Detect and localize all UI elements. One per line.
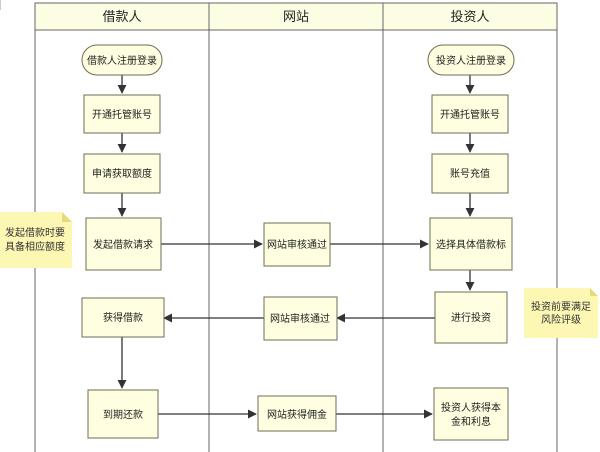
node-label: 开通托管账号 <box>92 108 152 121</box>
site-review-node-2: 网站审核通过 <box>263 296 338 341</box>
node-label: 网站获得佣金 <box>267 408 327 421</box>
recharge-node: 账号充值 <box>431 153 509 194</box>
node-label: 获得借款 <box>103 311 143 324</box>
node-label: 开通托管账号 <box>440 108 500 121</box>
repay-node: 到期还款 <box>87 389 159 439</box>
get-loan-node: 获得借款 <box>81 297 165 338</box>
note-line2: 风险评级 <box>541 313 581 326</box>
node-label-line1: 投资人获得本 <box>441 401 501 414</box>
borrower-note: 发起借款时要 具备相应额度 <box>0 212 72 268</box>
borrower-open-account-node: 开通托管账号 <box>83 94 161 134</box>
lane-header-bar <box>34 2 558 31</box>
note-line2: 具备相应额度 <box>5 240 65 253</box>
choose-target-node: 选择具体借款标 <box>429 217 513 271</box>
node-label: 借款人注册登录 <box>87 54 157 67</box>
initiate-loan-node: 发起借款请求 <box>85 217 162 271</box>
site-commission-node: 网站获得佣金 <box>257 395 337 432</box>
node-label: 选择具体借款标 <box>436 238 506 251</box>
swimlane-frame: 借款人 网站 投资人 <box>34 2 558 452</box>
node-label: 网站审核通过 <box>270 312 330 325</box>
node-label: 发起借款请求 <box>93 238 153 251</box>
lane-title-investor: 投资人 <box>450 9 489 25</box>
investor-note: 投资前要满足 风险评级 <box>524 288 598 338</box>
node-label: 投资人注册登录 <box>436 54 506 67</box>
get-principal-node: 投资人获得本 金和利息 <box>433 387 509 441</box>
connectors <box>117 75 475 419</box>
apply-quota-node: 申请获取额度 <box>83 153 161 194</box>
borrower-register-node: 借款人注册登录 <box>81 44 163 76</box>
node-label: 进行投资 <box>451 311 491 324</box>
node-label: 账号充值 <box>450 167 490 180</box>
node-label: 网站审核通过 <box>267 238 327 251</box>
node-label: 申请获取额度 <box>92 167 152 180</box>
site-review-node-1: 网站审核通过 <box>263 222 331 267</box>
node-label-line2: 金和利息 <box>451 415 491 428</box>
note-line1: 投资前要满足 <box>531 300 591 313</box>
investor-register-node: 投资人注册登录 <box>427 44 515 76</box>
investor-open-account-node: 开通托管账号 <box>431 94 509 134</box>
note-line1: 发起借款时要 <box>5 226 65 239</box>
invest-node: 进行投资 <box>434 291 508 344</box>
lane-title-borrower: 借款人 <box>102 10 141 25</box>
lane-title-site: 网站 <box>283 10 309 25</box>
node-label: 到期还款 <box>103 408 143 421</box>
